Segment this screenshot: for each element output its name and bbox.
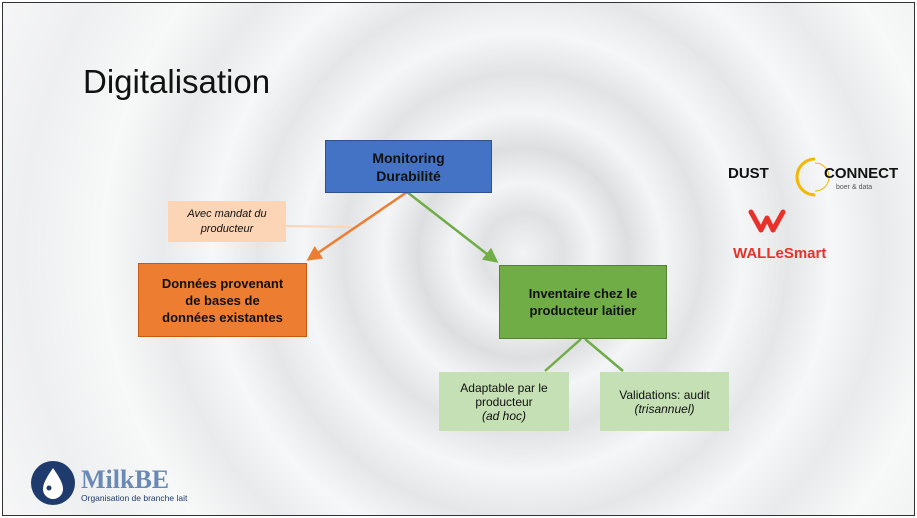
milkbe-name-text: MilkBE (81, 465, 169, 494)
donnees-line-2: de bases de (185, 292, 260, 308)
milkbe-logo: MilkBE Organisation de branche lait (31, 461, 188, 505)
mandat-line-1: Avec mandat du (187, 207, 267, 220)
arrow-to-donnees (306, 190, 408, 261)
mandat-callout-line (285, 225, 353, 228)
milkbe-subtitle: Organisation de branche lait (81, 493, 188, 503)
adaptable-line-3: (ad hoc) (481, 408, 527, 423)
adaptable-line-1: Adaptable par le (460, 380, 548, 395)
line-to-adaptable (544, 338, 582, 372)
donnees-existantes-box: Données provenant de bases de données ex… (138, 263, 307, 337)
connect-logo-text: CONNECT (824, 165, 898, 182)
donnees-line-3: données existantes (162, 309, 283, 325)
wallesmart-logo: WALLeSmart (733, 209, 826, 262)
sun-ring-inner-icon (814, 162, 830, 192)
inventaire-line-2: producteur laitier (529, 303, 637, 318)
dust-connect-logo: DUST CONNECT boer & data (728, 157, 898, 197)
connect-logo-subtext: boer & data (836, 184, 872, 191)
adaptable-line-2: producteur (475, 394, 533, 409)
validations-box: Validations: audit (trisannuel) (600, 372, 729, 431)
mandat-callout: Avec mandat du producteur (168, 201, 286, 242)
validations-line-2: (trisannuel) (634, 401, 695, 416)
monitoring-line-2: Durabilité (376, 167, 441, 184)
sun-ring-icon (795, 157, 816, 197)
wallesmart-text: WALLeSmart (733, 245, 826, 262)
validations-line-1: Validations: audit (619, 387, 710, 402)
monitoring-durabilite-box: Monitoring Durabilité (325, 140, 492, 193)
arrow-to-inventaire (406, 191, 499, 263)
donnees-line-1: Données provenant (161, 275, 284, 291)
slide-title: Digitalisation (83, 63, 271, 100)
walle-w-icon (748, 209, 786, 233)
inventaire-line-1: Inventaire chez le (528, 286, 638, 301)
dust-logo-left-text: DUST (728, 165, 769, 182)
monitoring-line-1: Monitoring (372, 149, 445, 166)
milk-drop-highlight (46, 485, 52, 491)
connector-lines (285, 190, 624, 372)
milk-drop-icon (43, 468, 63, 499)
line-to-validations (584, 338, 624, 372)
inventaire-producteur-box: Inventaire chez le producteur laitier (499, 265, 667, 339)
adaptable-box: Adaptable par le producteur (ad hoc) (439, 372, 569, 431)
mandat-line-2: producteur (200, 222, 254, 235)
